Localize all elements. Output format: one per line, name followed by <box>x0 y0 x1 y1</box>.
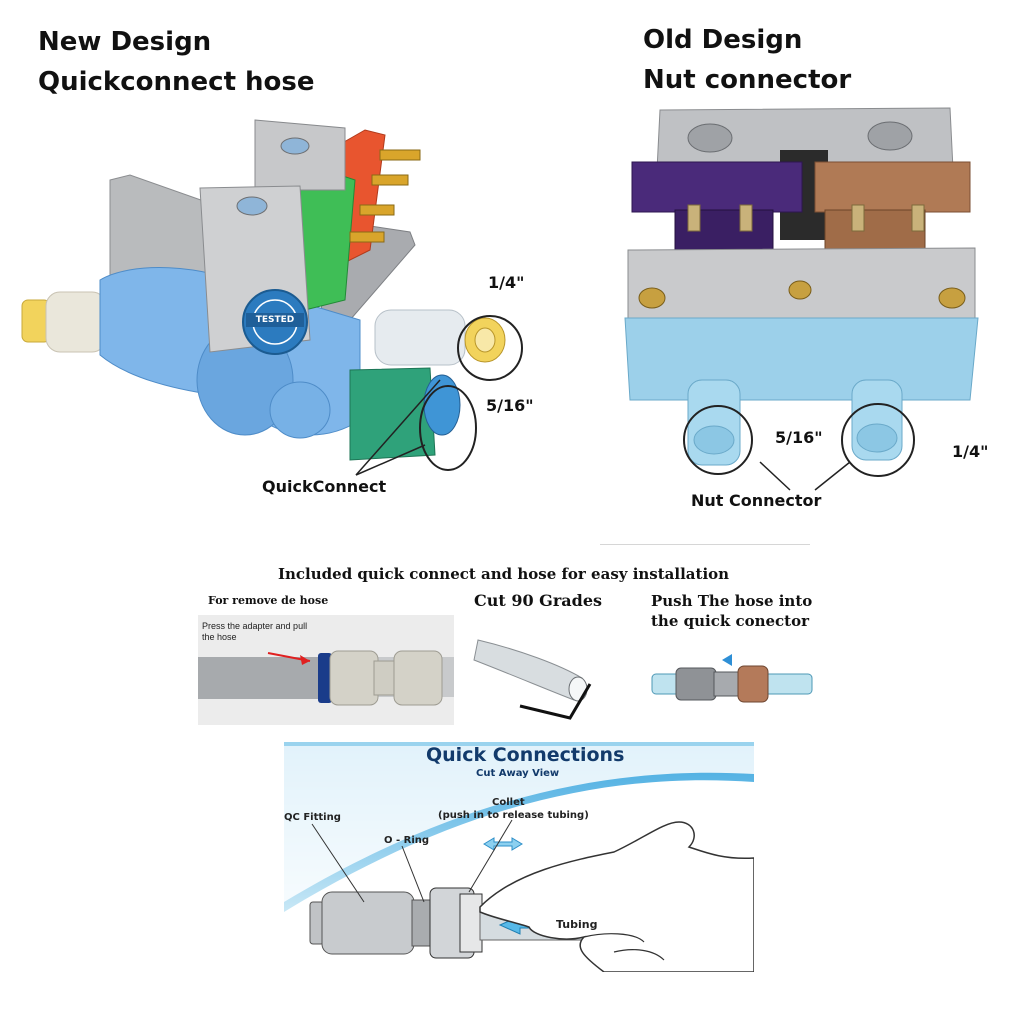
step3-title: Push The hose into the quick conector <box>651 591 812 631</box>
section-divider <box>600 544 810 545</box>
old-size-fivesixteenths: 5/16" <box>775 428 823 447</box>
step2-title: Cut 90 Grades <box>474 591 602 610</box>
step3-title-line2: the quick conector <box>651 612 809 630</box>
quick-connections-diagram: Quick Connections Cut Away View QC Fitti… <box>284 742 754 972</box>
old-design-title-line2: Nut connector <box>643 65 852 95</box>
label-qc-fitting: QC Fitting <box>284 812 341 823</box>
quickconnect-label: QuickConnect <box>262 477 387 496</box>
step1-title: For remove de hose <box>208 594 329 607</box>
old-design-title-line1: Old Design <box>643 25 803 55</box>
step1-caption: Press the adapter and pull the hose <box>202 621 307 643</box>
label-oring: O - Ring <box>384 835 430 846</box>
new-size-fivesixteenths: 5/16" <box>486 396 534 415</box>
tested-seal-text: TESTED <box>255 315 295 325</box>
label-collet: Collet <box>492 797 525 808</box>
label-tubing: Tubing <box>556 918 598 931</box>
step1-caption-line2: the hose <box>202 632 237 642</box>
step1-hose-illustration <box>198 615 454 725</box>
new-design-title-line2: Quickconnect hose <box>38 67 315 97</box>
step1-photo: Press the adapter and pull the hose <box>198 615 454 725</box>
label-collet-note: (push in to release tubing) <box>438 810 589 821</box>
old-size-quarter: 1/4" <box>952 442 989 461</box>
diagram-subtitle: Cut Away View <box>476 768 560 779</box>
step3-title-line1: Push The hose into <box>651 592 813 610</box>
new-design-title-line1: New Design <box>38 27 212 57</box>
installation-heading: Included quick connect and hose for easy… <box>278 565 730 583</box>
diagram-title: Quick Connections <box>426 744 625 766</box>
nut-connector-label: Nut Connector <box>691 491 822 510</box>
old-design-title: Old Design Nut connector <box>643 20 851 100</box>
step1-caption-line1: Press the adapter and pull <box>202 621 308 631</box>
new-design-title: New Design Quickconnect hose <box>38 22 315 102</box>
new-size-quarter: 1/4" <box>488 273 525 292</box>
diagram-illustration <box>284 742 754 972</box>
